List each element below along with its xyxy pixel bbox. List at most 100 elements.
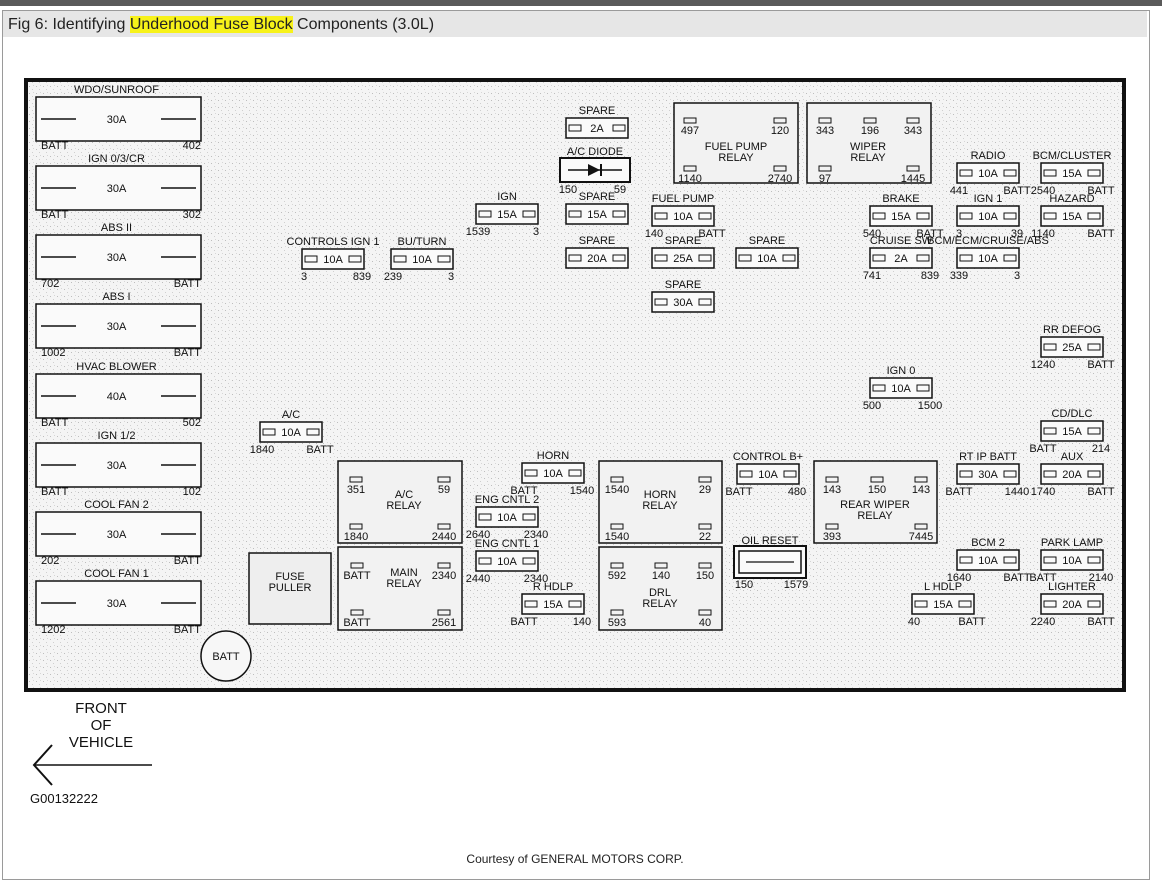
fuse-rating: 30A (673, 297, 693, 309)
terminal-left: 1640 (947, 572, 971, 584)
fuse-label-ign: IGN (497, 191, 517, 203)
fuse-label-eng-cntl-2: ENG CNTL 2 (475, 494, 539, 506)
terminal-left: 3 (301, 271, 307, 283)
mini-fuse-r-hdlp (521, 593, 585, 615)
mini-fuse-control-b (736, 463, 800, 485)
relay-label-a-c-relay: RELAY (386, 500, 422, 512)
terminal-left: 150 (735, 579, 753, 591)
terminal-right: BATT (174, 624, 202, 636)
fuse-blade-left (872, 384, 886, 392)
fuse-blade-right (698, 212, 712, 220)
terminal-right: BATT (916, 228, 944, 240)
fuse-blade-left (1043, 212, 1057, 220)
relay-pin (683, 165, 697, 172)
fuse-rating: 2A (894, 253, 908, 265)
relay-wiper-relay (806, 102, 932, 184)
relay-pin-label: 1445 (901, 173, 925, 185)
relay-pin (773, 165, 787, 172)
fuse-label-ign-0-3-cr: IGN 0/3/CR (88, 153, 145, 165)
fuse-blade-right (698, 298, 712, 306)
terminal-right: 839 (921, 270, 939, 282)
fuse-blade-right (958, 600, 972, 608)
relay-pin-label: 351 (347, 484, 365, 496)
title-suffix: Components (3.0L) (292, 16, 435, 33)
terminal-left: BATT (41, 486, 69, 498)
mini-fuse-spare (735, 247, 799, 269)
terminal-right: 839 (353, 271, 371, 283)
relay-label-rear-wiper-relay: RELAY (857, 510, 893, 522)
fuse-label-eng-cntl-1: ENG CNTL 1 (475, 538, 539, 550)
relay-pin-label: 343 (904, 125, 922, 137)
terminal-left: 1202 (41, 624, 65, 636)
terminal-left: 140 (645, 228, 663, 240)
fuse-blade-right (1003, 212, 1017, 220)
terminal-right: BATT (1087, 228, 1115, 240)
fuse-blade-right (1003, 169, 1017, 177)
terminal-left: 540 (863, 228, 881, 240)
relay-pin-label: BATT (343, 570, 371, 582)
fuse-blade-right (612, 124, 626, 132)
relay-label-wiper-relay: WIPER (850, 141, 886, 153)
fuse-label-park-lamp: PARK LAMP (1041, 537, 1103, 549)
fuse-rating: 20A (1062, 599, 1082, 611)
fuse-blade-right (916, 254, 930, 262)
relay-pin (818, 117, 832, 124)
fuse-blade-right (612, 210, 626, 218)
fuse-rating: 20A (1062, 469, 1082, 481)
fuse-blade-left (739, 470, 753, 478)
relay-pin-label: 592 (608, 570, 626, 582)
fuse-blade-left (872, 254, 886, 262)
fuse-rating: 15A (587, 209, 607, 221)
terminal-right: 1440 (1005, 486, 1029, 498)
mini-fuse-radio (956, 162, 1020, 184)
terminal-right: 480 (788, 486, 806, 498)
terminal-right: 302 (183, 209, 201, 221)
fuse-label-lighter: LIGHTER (1048, 581, 1096, 593)
terminal-right: BATT (174, 278, 202, 290)
terminal-left: 2640 (466, 529, 490, 541)
battery-terminal-label: BATT (212, 651, 240, 663)
relay-label-fuel-pump-relay: RELAY (718, 152, 754, 164)
fuse-label-bu-turn: BU/TURN (398, 236, 447, 248)
top-edge-bar (0, 0, 1162, 6)
fuse-rating: 25A (1062, 342, 1082, 354)
relay-pin (350, 609, 364, 616)
fuse-blade-left (914, 600, 928, 608)
relay-pin-label: 2340 (432, 570, 456, 582)
fuse-rating: 10A (1062, 555, 1082, 567)
fuse-blade-right (1087, 427, 1101, 435)
terminal-right: BATT (174, 555, 202, 567)
mini-fuse-bcm-cluster (1040, 162, 1104, 184)
terminal-left: 339 (950, 270, 968, 282)
relay-pin-label: 7445 (909, 531, 933, 543)
mini-fuse-lighter (1040, 593, 1104, 615)
fuse-rating: 15A (1062, 426, 1082, 438)
fuse-label-bcm-cluster: BCM/CLUSTER (1033, 150, 1112, 162)
fuse-blade-left (478, 210, 492, 218)
relay-pin-label: 29 (699, 484, 711, 496)
fuse-rating: 15A (891, 211, 911, 223)
relay-label-main-relay: MAIN (390, 567, 418, 579)
mini-fuse-spare (651, 291, 715, 313)
fuse-blade-left (959, 470, 973, 478)
mini-fuse-ign-0 (869, 377, 933, 399)
relay-pin (773, 117, 787, 124)
relay-pin (610, 609, 624, 616)
fuse-blade-right (612, 254, 626, 262)
terminal-right: 140 (573, 616, 591, 628)
relay-label-a-c-relay: A/C (395, 489, 413, 501)
terminal-right: BATT (1087, 486, 1115, 498)
fuse-blade-right (1087, 470, 1101, 478)
relay-pin (610, 523, 624, 530)
fuse-label-a-c: A/C (282, 409, 300, 421)
mini-fuse-horn (521, 462, 585, 484)
relay-pin (914, 476, 928, 483)
fuse-blade-right (522, 513, 536, 521)
mini-fuse-ign (475, 203, 539, 225)
fuse-rating: 30A (107, 598, 127, 610)
fuse-rating: 10A (978, 168, 998, 180)
fuse-blade-left (478, 513, 492, 521)
fuse-rating: 25A (673, 253, 693, 265)
relay-pin (698, 562, 712, 569)
relay-label-fuel-pump-relay: FUEL PUMP (705, 141, 768, 153)
